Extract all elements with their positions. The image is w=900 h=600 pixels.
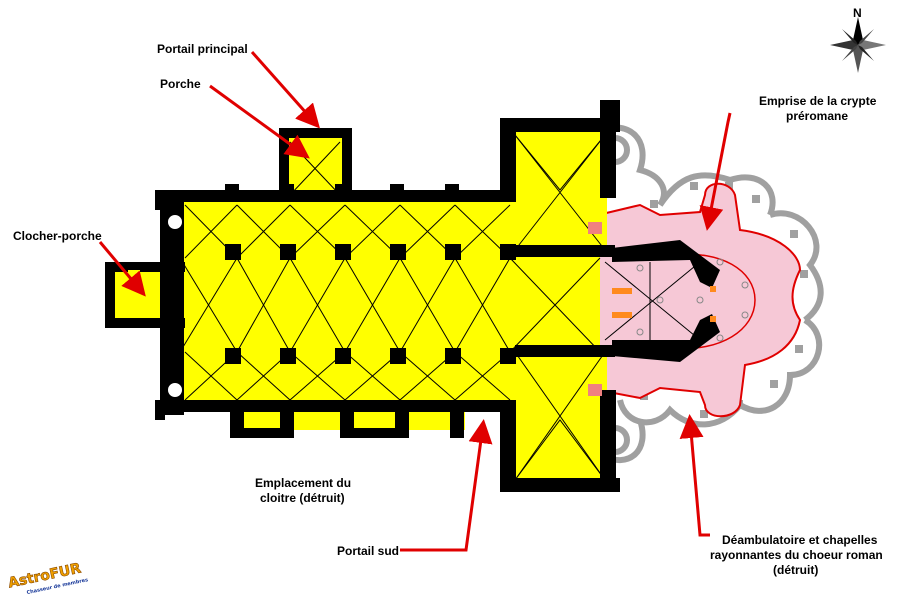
label-deamb-1: Déambulatoire et chapelles [722, 533, 878, 547]
crypt-footprint [597, 182, 802, 418]
watermark-logo: AstroFUR Chasseur de membres [6, 560, 88, 596]
label-crypte-2: préromane [786, 109, 848, 123]
church-fill [110, 130, 607, 480]
choir-details [588, 222, 716, 396]
north-label: N [853, 6, 862, 20]
label-cloitre-2: cloitre (détruit) [260, 491, 345, 505]
label-crypte-1: Emprise de la crypte [759, 94, 877, 108]
arrow-clocher-porche [98, 241, 146, 297]
crypt-inner-ring [674, 253, 756, 350]
label-cloitre-1: Emplacement du [255, 476, 351, 490]
label-clocher-porche: Clocher-porche [13, 229, 102, 243]
church-walls [105, 100, 720, 492]
north-arrow-icon [830, 17, 886, 73]
arrow-porche [209, 84, 310, 159]
arrow-portail-sud [400, 419, 493, 552]
label-portail-sud: Portail sud [337, 544, 399, 558]
label-deamb-2: rayonnantes du choeur roman [710, 548, 883, 562]
arrow-crypte [699, 112, 732, 231]
arrow-portail-principal [250, 51, 320, 129]
spiral-stairs [166, 213, 184, 399]
annotation-arrows [98, 51, 732, 552]
label-portail-principal: Portail principal [157, 42, 248, 56]
arrow-deambulatoire [679, 414, 710, 537]
label-deamb-3: (détruit) [773, 563, 818, 577]
label-porche: Porche [160, 77, 201, 91]
